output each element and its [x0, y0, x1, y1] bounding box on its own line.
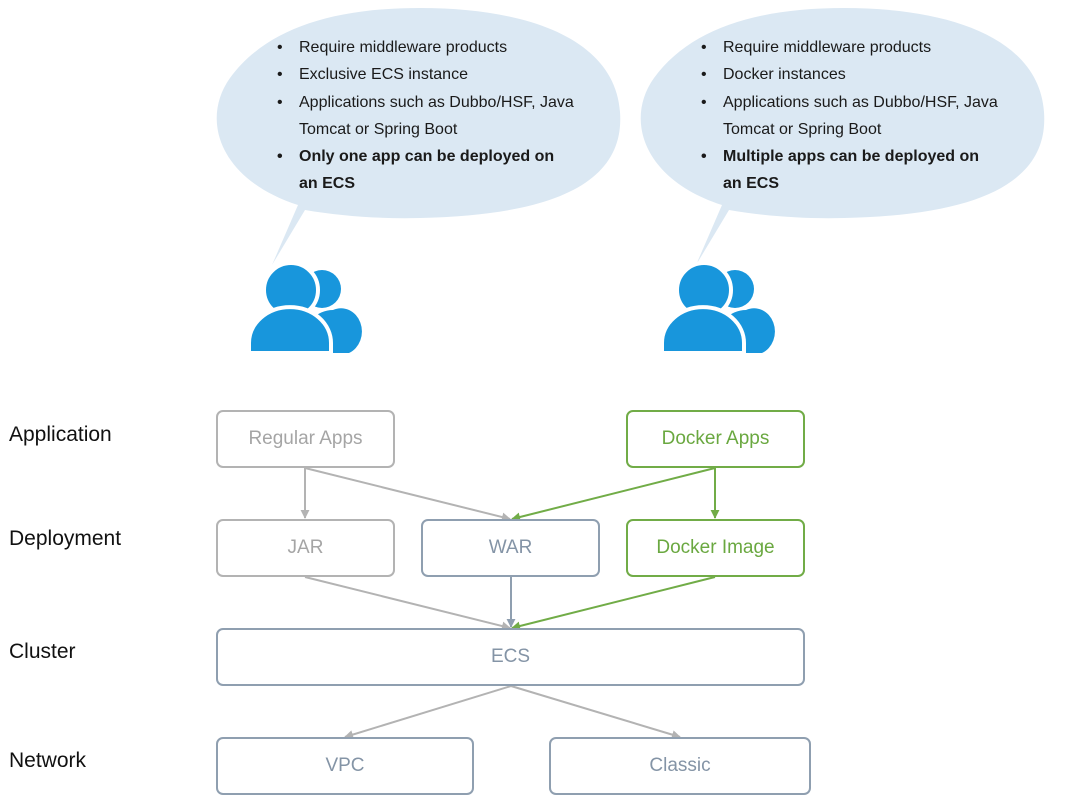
layer-label-application: Application — [9, 423, 112, 446]
bubble-right-item-highlight: Multiple apps can be deployed on an ECS — [701, 143, 1001, 198]
bubble-left-list: Require middleware products Exclusive EC… — [277, 34, 577, 198]
bubble-right-text: Require middleware products Docker insta… — [701, 34, 1001, 198]
user-group-icon-left — [247, 261, 362, 355]
arrow-docker-apps-to-war — [511, 467, 716, 522]
node-jar: JAR — [216, 519, 395, 577]
node-vpc: VPC — [216, 737, 474, 795]
node-regular-apps: Regular Apps — [216, 410, 395, 468]
layer-label-deployment: Deployment — [9, 527, 122, 550]
arrow-jar-to-ecs — [304, 576, 511, 631]
node-classic: Classic — [549, 737, 811, 795]
bubble-left-item-highlight: Only one app can be deployed on an ECS — [277, 143, 577, 198]
user-group-icon-right — [660, 261, 775, 355]
layer-label-network: Network — [9, 749, 87, 772]
arrow-ecs-to-vpc — [344, 685, 512, 739]
bubble-right-list: Require middleware products Docker insta… — [701, 34, 1001, 198]
bubble-right-item: Docker instances — [701, 61, 1001, 89]
node-ecs: ECS — [216, 628, 805, 686]
bubble-right-item: Applications such as Dubbo/HSF, Java Tom… — [701, 89, 1001, 144]
bubble-right-item: Require middleware products — [701, 34, 1001, 62]
bubble-left-item: Exclusive ECS instance — [277, 61, 577, 89]
node-docker-image: Docker Image — [626, 519, 805, 577]
layer-label-cluster: Cluster — [9, 640, 76, 663]
bubble-left-item: Require middleware products — [277, 34, 577, 62]
node-docker-apps: Docker Apps — [626, 410, 805, 468]
node-war: WAR — [421, 519, 600, 577]
bubble-left-item: Applications such as Dubbo/HSF, Java Tom… — [277, 89, 577, 144]
arrow-ecs-to-classic — [510, 685, 681, 739]
arrow-docker-image-to-ecs — [511, 576, 716, 631]
arrow-regular-apps-to-war — [304, 467, 511, 522]
bubble-left-text: Require middleware products Exclusive EC… — [277, 34, 577, 198]
